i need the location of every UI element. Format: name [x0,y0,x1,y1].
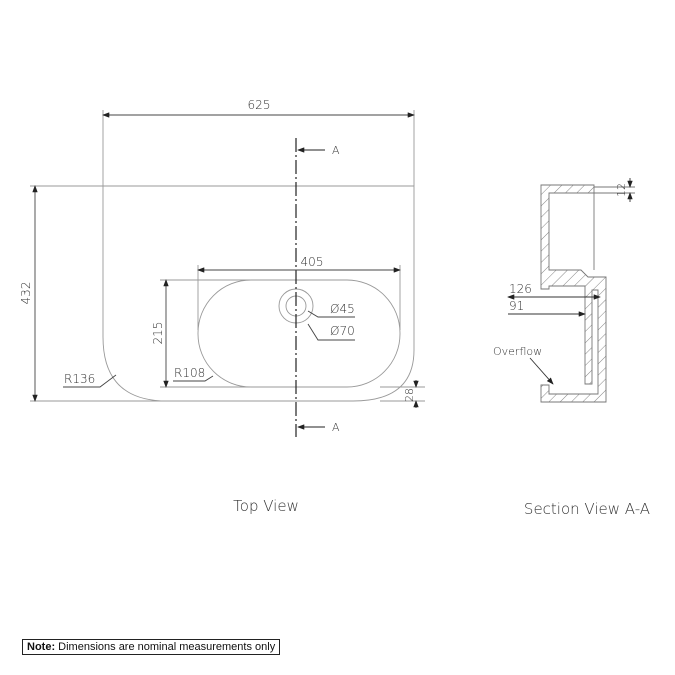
top-view-labels: 625 432 405 215 28 R136 R108 Ø45 Ø70 A A… [19,98,416,515]
note-text: Dimensions are nominal measurements only [58,641,276,653]
top-view [30,110,425,437]
section-profile [540,184,607,403]
dim-offset: 28 [403,388,416,402]
note-label: Note: [27,641,56,653]
section-marker-top: A [332,144,340,157]
dim-hole-inner: Ø45 [330,302,355,316]
dim-basin-depth: 215 [151,322,165,345]
top-view-title: Top View [233,497,299,515]
basin-outline [197,279,401,388]
note-box: Note: Dimensions are nominal measurement… [22,639,281,655]
dim-basin-width: 405 [301,255,324,269]
dim-hole-outer: Ø70 [330,324,355,338]
section-marker-bottom: A [332,421,340,434]
dim-height: 432 [19,282,33,305]
section-view-title: Section View A-A [524,500,650,518]
overflow-label: Overflow [493,345,542,358]
dim-outer-radius: R136 [64,372,95,386]
dim-depth-inner: 91 [509,299,524,313]
vanity-outline [102,185,415,402]
dim-top-thickness: 12 [615,183,628,197]
section-view-labels: 12 126 91 Overflow Section View A-A [493,183,650,518]
dim-width: 625 [248,98,271,112]
section-view [507,178,635,403]
dim-depth-outer: 126 [509,282,532,296]
dim-basin-radius: R108 [174,366,205,380]
